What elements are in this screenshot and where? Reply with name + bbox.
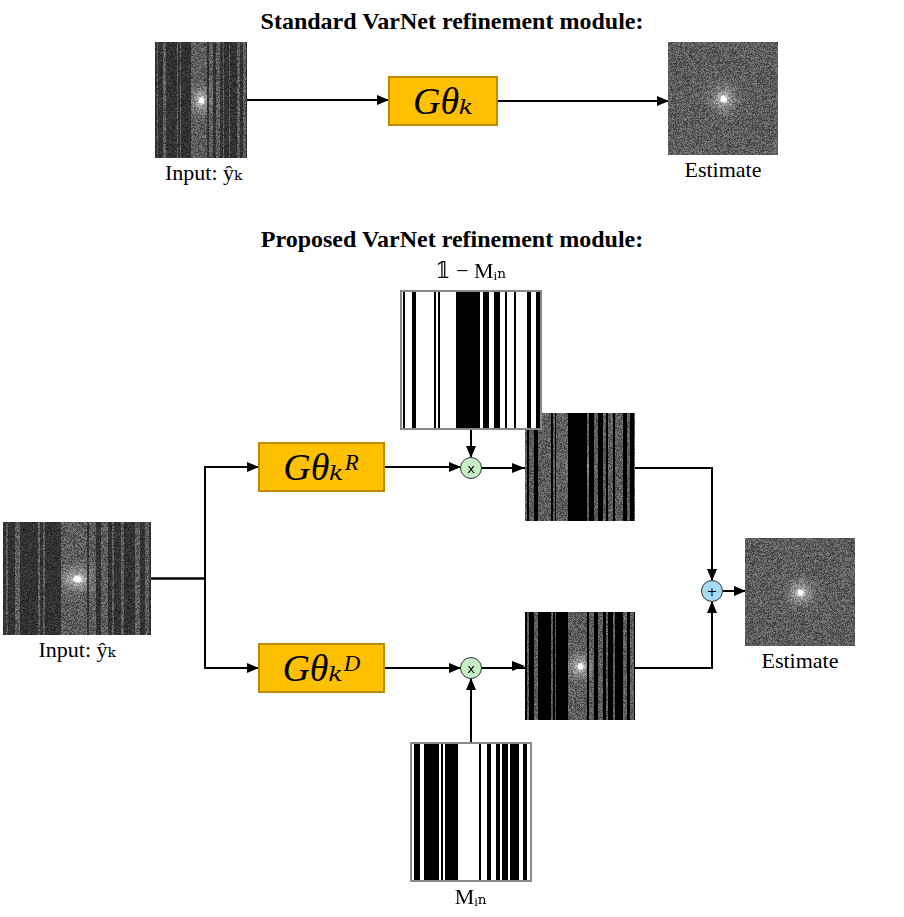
arrow-connector	[470, 679, 472, 742]
arrow-connector	[723, 590, 745, 592]
image-label: Mᵢₙ	[410, 884, 532, 910]
image-label: Input: ŷₖ	[165, 160, 247, 186]
image-label: 𝟙 − Mᵢₙ	[400, 258, 542, 284]
network-box: Gθₖᴿ	[258, 442, 385, 492]
kspace-image-node: 𝟙 − Mᵢₙ	[400, 258, 542, 430]
network-box: Gθₖ	[388, 76, 498, 126]
masked-kspace-image	[525, 612, 635, 720]
kspace-image-node: Estimate	[668, 42, 778, 183]
arrow-head	[512, 461, 526, 475]
operator-circle: x	[460, 457, 482, 479]
arrow-connector	[151, 579, 258, 669]
operator-circle: x	[460, 657, 482, 679]
arrow-connector	[385, 466, 460, 468]
operator-symbol: x	[467, 462, 475, 475]
kspace-image	[410, 742, 532, 882]
arrow-connector	[151, 467, 258, 579]
image-label: Input: ŷₖ	[3, 637, 151, 663]
arrow-connector	[247, 99, 388, 101]
kspace-image	[668, 42, 778, 155]
operator-symbol: x	[467, 662, 475, 675]
operator-circle: +	[701, 580, 723, 602]
network-label: Gθₖᴿ	[283, 448, 360, 486]
network-label: Gθₖᴰ	[282, 649, 360, 687]
image-label: Estimate	[668, 157, 778, 183]
kspace-image-node: Input: ŷₖ	[3, 522, 151, 663]
network-box: Gθₖᴰ	[258, 643, 385, 693]
kspace-image-node: Estimate	[745, 538, 855, 674]
kspace-image	[745, 538, 855, 646]
operator-symbol: +	[707, 585, 718, 598]
kspace-image	[155, 42, 247, 158]
image-label: Estimate	[745, 648, 855, 674]
section-heading: Proposed VarNet refinement module:	[0, 226, 904, 253]
network-label: Gθₖ	[413, 82, 473, 120]
kspace-image-node: Input: ŷₖ	[155, 42, 247, 186]
kspace-image	[400, 290, 542, 430]
arrow-connector	[498, 100, 668, 102]
kspace-image-node: Mᵢₙ	[410, 742, 532, 910]
section-heading: Standard VarNet refinement module:	[0, 8, 904, 35]
kspace-image	[3, 522, 151, 635]
arrow-connector	[385, 667, 460, 669]
arrow-head	[512, 659, 526, 673]
arrow-connector	[470, 430, 472, 457]
